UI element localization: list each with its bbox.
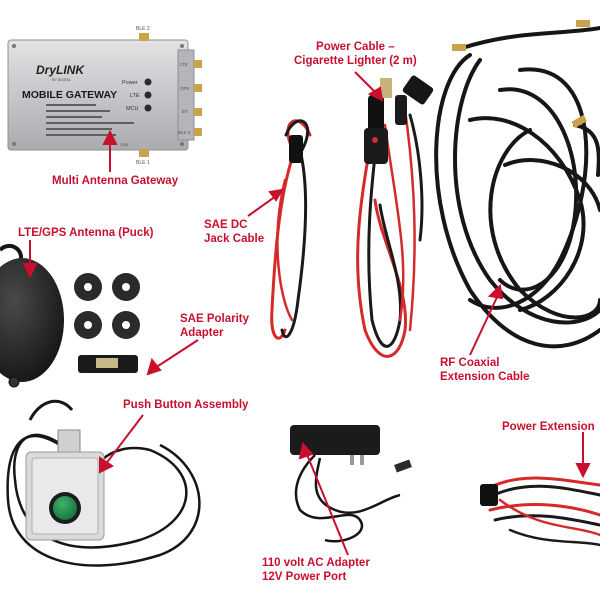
label-sae-dc-line1: SAE DC (204, 219, 248, 231)
label-ac-adapter: 110 volt AC Adapter 12V Power Port (262, 556, 370, 584)
label-multi-antenna-gateway: Multi Antenna Gateway (52, 174, 178, 188)
label-rf-coaxial-extension-cable: RF Coaxial Extension Cable (440, 356, 529, 384)
sae-polarity-adapter (78, 355, 138, 373)
gateway-logo: DryLINK (36, 63, 85, 77)
label-power-cable-line2: Cigarette Lighter (2 m) (294, 55, 417, 67)
gateway-port-ble2: BLE 2 (136, 26, 150, 32)
gateway-led-power-label: Power (122, 80, 138, 86)
rf-coaxial-extension-cable (434, 26, 600, 349)
power-extension-connector (480, 484, 498, 506)
cigarette-lighter-plug (364, 75, 434, 164)
label-push-button-assembly-text: Push Button Assembly (123, 399, 249, 411)
gateway-port-bt: BT (182, 109, 188, 114)
label-sae-polarity-line1: SAE Polarity (180, 313, 250, 325)
label-rf-coaxial-line2: Extension Cable (440, 371, 530, 383)
lte-gps-puck-antenna (0, 243, 64, 388)
label-ac-adapter-line1: 110 volt AC Adapter (262, 557, 370, 569)
label-rf-coaxial-line1: RF Coaxial (440, 357, 500, 369)
gateway-port-gps: GPS (180, 86, 190, 91)
label-ac-adapter-line2: 12V Power Port (262, 571, 347, 583)
gateway-port-ble1: BLE 1 (136, 160, 150, 166)
ac-power-adapter (290, 425, 412, 543)
push-button-assembly (6, 399, 201, 567)
gateway-port-lte: LTE (180, 62, 188, 67)
label-lte-gps-antenna-text: LTE/GPS Antenna (Puck) (18, 227, 154, 239)
sae-dc-jack-plug (289, 135, 303, 163)
gateway-led-lte-label: LTE (130, 93, 140, 99)
label-sae-polarity-line2: Adapter (180, 327, 224, 339)
mobile-gateway-device: DryLINK BY DIGITAL MOBILE GATEWAY Power … (7, 26, 202, 166)
gateway-logo-sub: BY DIGITAL (52, 78, 71, 82)
label-power-cable: Power Cable – Cigarette Lighter (2 m) (294, 40, 417, 68)
leader-arrows (22, 71, 591, 556)
rubber-washers (74, 273, 140, 339)
label-push-button-assembly: Push Button Assembly (123, 398, 248, 412)
gateway-port-usb: USB (120, 142, 129, 147)
label-power-cable-line1: Power Cable – (316, 41, 395, 53)
label-sae-dc-line2: Jack Cable (204, 233, 265, 245)
label-multi-antenna-gateway-text: Multi Antenna Gateway (52, 175, 179, 187)
gateway-title: MOBILE GATEWAY (22, 89, 117, 101)
gateway-port-ble3: BLE 3 (178, 130, 191, 135)
power-extension-cable (483, 476, 600, 547)
label-power-extension: Power Extension (502, 420, 595, 434)
label-power-extension-text: Power Extension (502, 421, 595, 433)
rf-coax-connectors (452, 20, 590, 128)
gateway-led-mcu-label: MCU (126, 106, 139, 112)
label-sae-dc-jack-cable: SAE DC Jack Cable (204, 218, 264, 246)
label-lte-gps-antenna: LTE/GPS Antenna (Puck) (18, 226, 153, 240)
label-sae-polarity-adapter: SAE Polarity Adapter (180, 312, 249, 340)
cigarette-lighter-power-cable (356, 108, 424, 358)
